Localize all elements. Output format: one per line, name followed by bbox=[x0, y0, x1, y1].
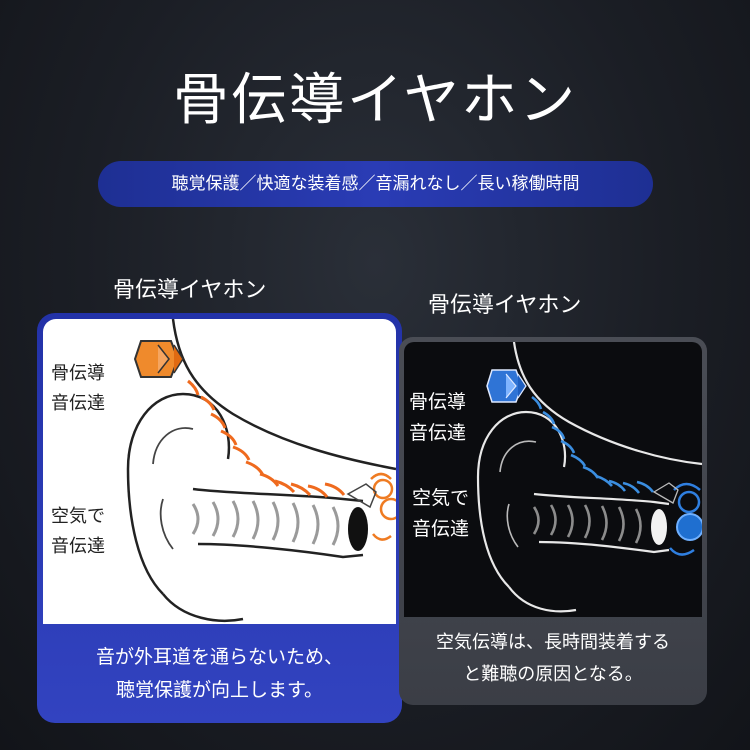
inner-ear-icon bbox=[370, 472, 396, 541]
earphone-icon bbox=[133, 340, 184, 378]
bone-conduction-card: 骨伝導 音伝達 空気で 音伝達 音が外耳道を通らないため、 聴覚保護が向上します… bbox=[37, 313, 402, 723]
features-banner: 聴覚保護／快適な装着感／音漏れなし／長い稼働時間 bbox=[98, 161, 653, 207]
ear-diagram-svg bbox=[126, 319, 396, 622]
inner-ear-icon-dark bbox=[669, 482, 702, 556]
ear-diagram-svg-dark bbox=[476, 342, 702, 613]
right-caption-line-1: 空気伝導は、長時間装着する bbox=[436, 632, 670, 653]
bone-label-line-1-dark: 骨伝導 bbox=[409, 391, 467, 413]
right-column-heading: 骨伝導イヤホン bbox=[428, 293, 582, 318]
ear-diagram-illustration-dark: 骨伝導 音伝達 空気で 音伝達 bbox=[404, 342, 702, 617]
page-title: 骨伝導イヤホン bbox=[172, 68, 578, 133]
air-label-line-2: 音伝達 bbox=[51, 536, 105, 557]
air-label-line-2-dark: 音伝達 bbox=[412, 518, 470, 540]
air-conduction-label-dark: 空気で 音伝達 bbox=[412, 483, 469, 545]
air-conduction-label: 空気で 音伝達 bbox=[51, 502, 105, 562]
bone-conduction-waves-dark bbox=[531, 395, 655, 494]
right-caption-line-2: と難聴の原因となる。 bbox=[463, 664, 643, 685]
air-conduction-card: 骨伝導 音伝達 空気で 音伝達 空気伝導は、長時間装着する と難聴の原因となる。 bbox=[399, 337, 707, 705]
ear-diagram-illustration: 骨伝導 音伝達 空気で 音伝達 bbox=[43, 319, 396, 624]
left-column-heading: 骨伝導イヤホン bbox=[113, 278, 267, 303]
bone-conduction-label: 骨伝導 音伝達 bbox=[51, 359, 105, 419]
eardrum-shape-dark bbox=[651, 509, 667, 545]
bone-label-line-1: 骨伝導 bbox=[51, 363, 105, 384]
bone-conduction-label-dark: 骨伝導 音伝達 bbox=[409, 387, 466, 449]
bone-conduction-waves bbox=[187, 379, 346, 498]
right-caption: 空気伝導は、長時間装着する と難聴の原因となる。 bbox=[399, 627, 707, 691]
air-label-line-1-dark: 空気で bbox=[412, 487, 470, 509]
bone-label-line-2-dark: 音伝達 bbox=[409, 422, 467, 444]
earphone-icon-dark bbox=[486, 369, 527, 403]
bone-label-line-2: 音伝達 bbox=[51, 393, 105, 414]
left-caption: 音が外耳道を通らないため、 聴覚保護が向上します。 bbox=[37, 641, 402, 707]
eardrum-shape bbox=[348, 507, 368, 551]
air-label-line-1: 空気で bbox=[51, 506, 105, 527]
left-caption-line-1: 音が外耳道を通らないため、 bbox=[95, 646, 343, 668]
left-caption-line-2: 聴覚保護が向上します。 bbox=[115, 679, 324, 701]
